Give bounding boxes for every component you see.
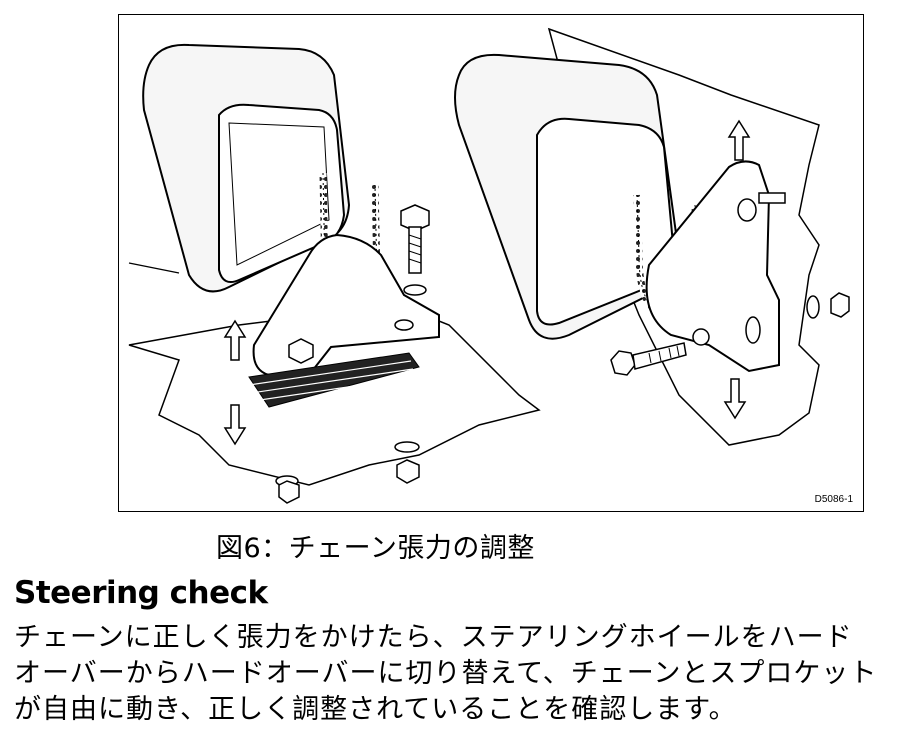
figure-caption: 図6：チェーン張力の調整 [216,533,535,564]
bolt-left [400,204,430,274]
section-heading: Steering check [14,575,268,611]
body-line: オーバーからハードオーバーに切り替えて、チェーンとスプロケット [14,658,878,689]
bolt-right [610,342,687,376]
adjust-arrow-up-right [727,119,751,161]
adjust-arrow-down-right [723,378,747,420]
adjust-arrow-up-left [223,319,247,361]
figure-code: D5086-1 [814,494,853,505]
adjust-arrow-down-left [223,404,247,446]
body-line: が自由に動き、正しく調整されていることを確認します。 [14,694,737,725]
body-line: チェーンに正しく張力をかけたら、ステアリングホイールをハード [14,622,853,653]
figure-frame: D5086-1 [118,14,864,512]
chain-tension-illustration [128,27,850,504]
left-assembly [128,43,541,504]
right-assembly [454,27,850,446]
section-body: チェーンに正しく張力をかけたら、ステアリングホイールをハード オーバーからハード… [14,620,914,728]
